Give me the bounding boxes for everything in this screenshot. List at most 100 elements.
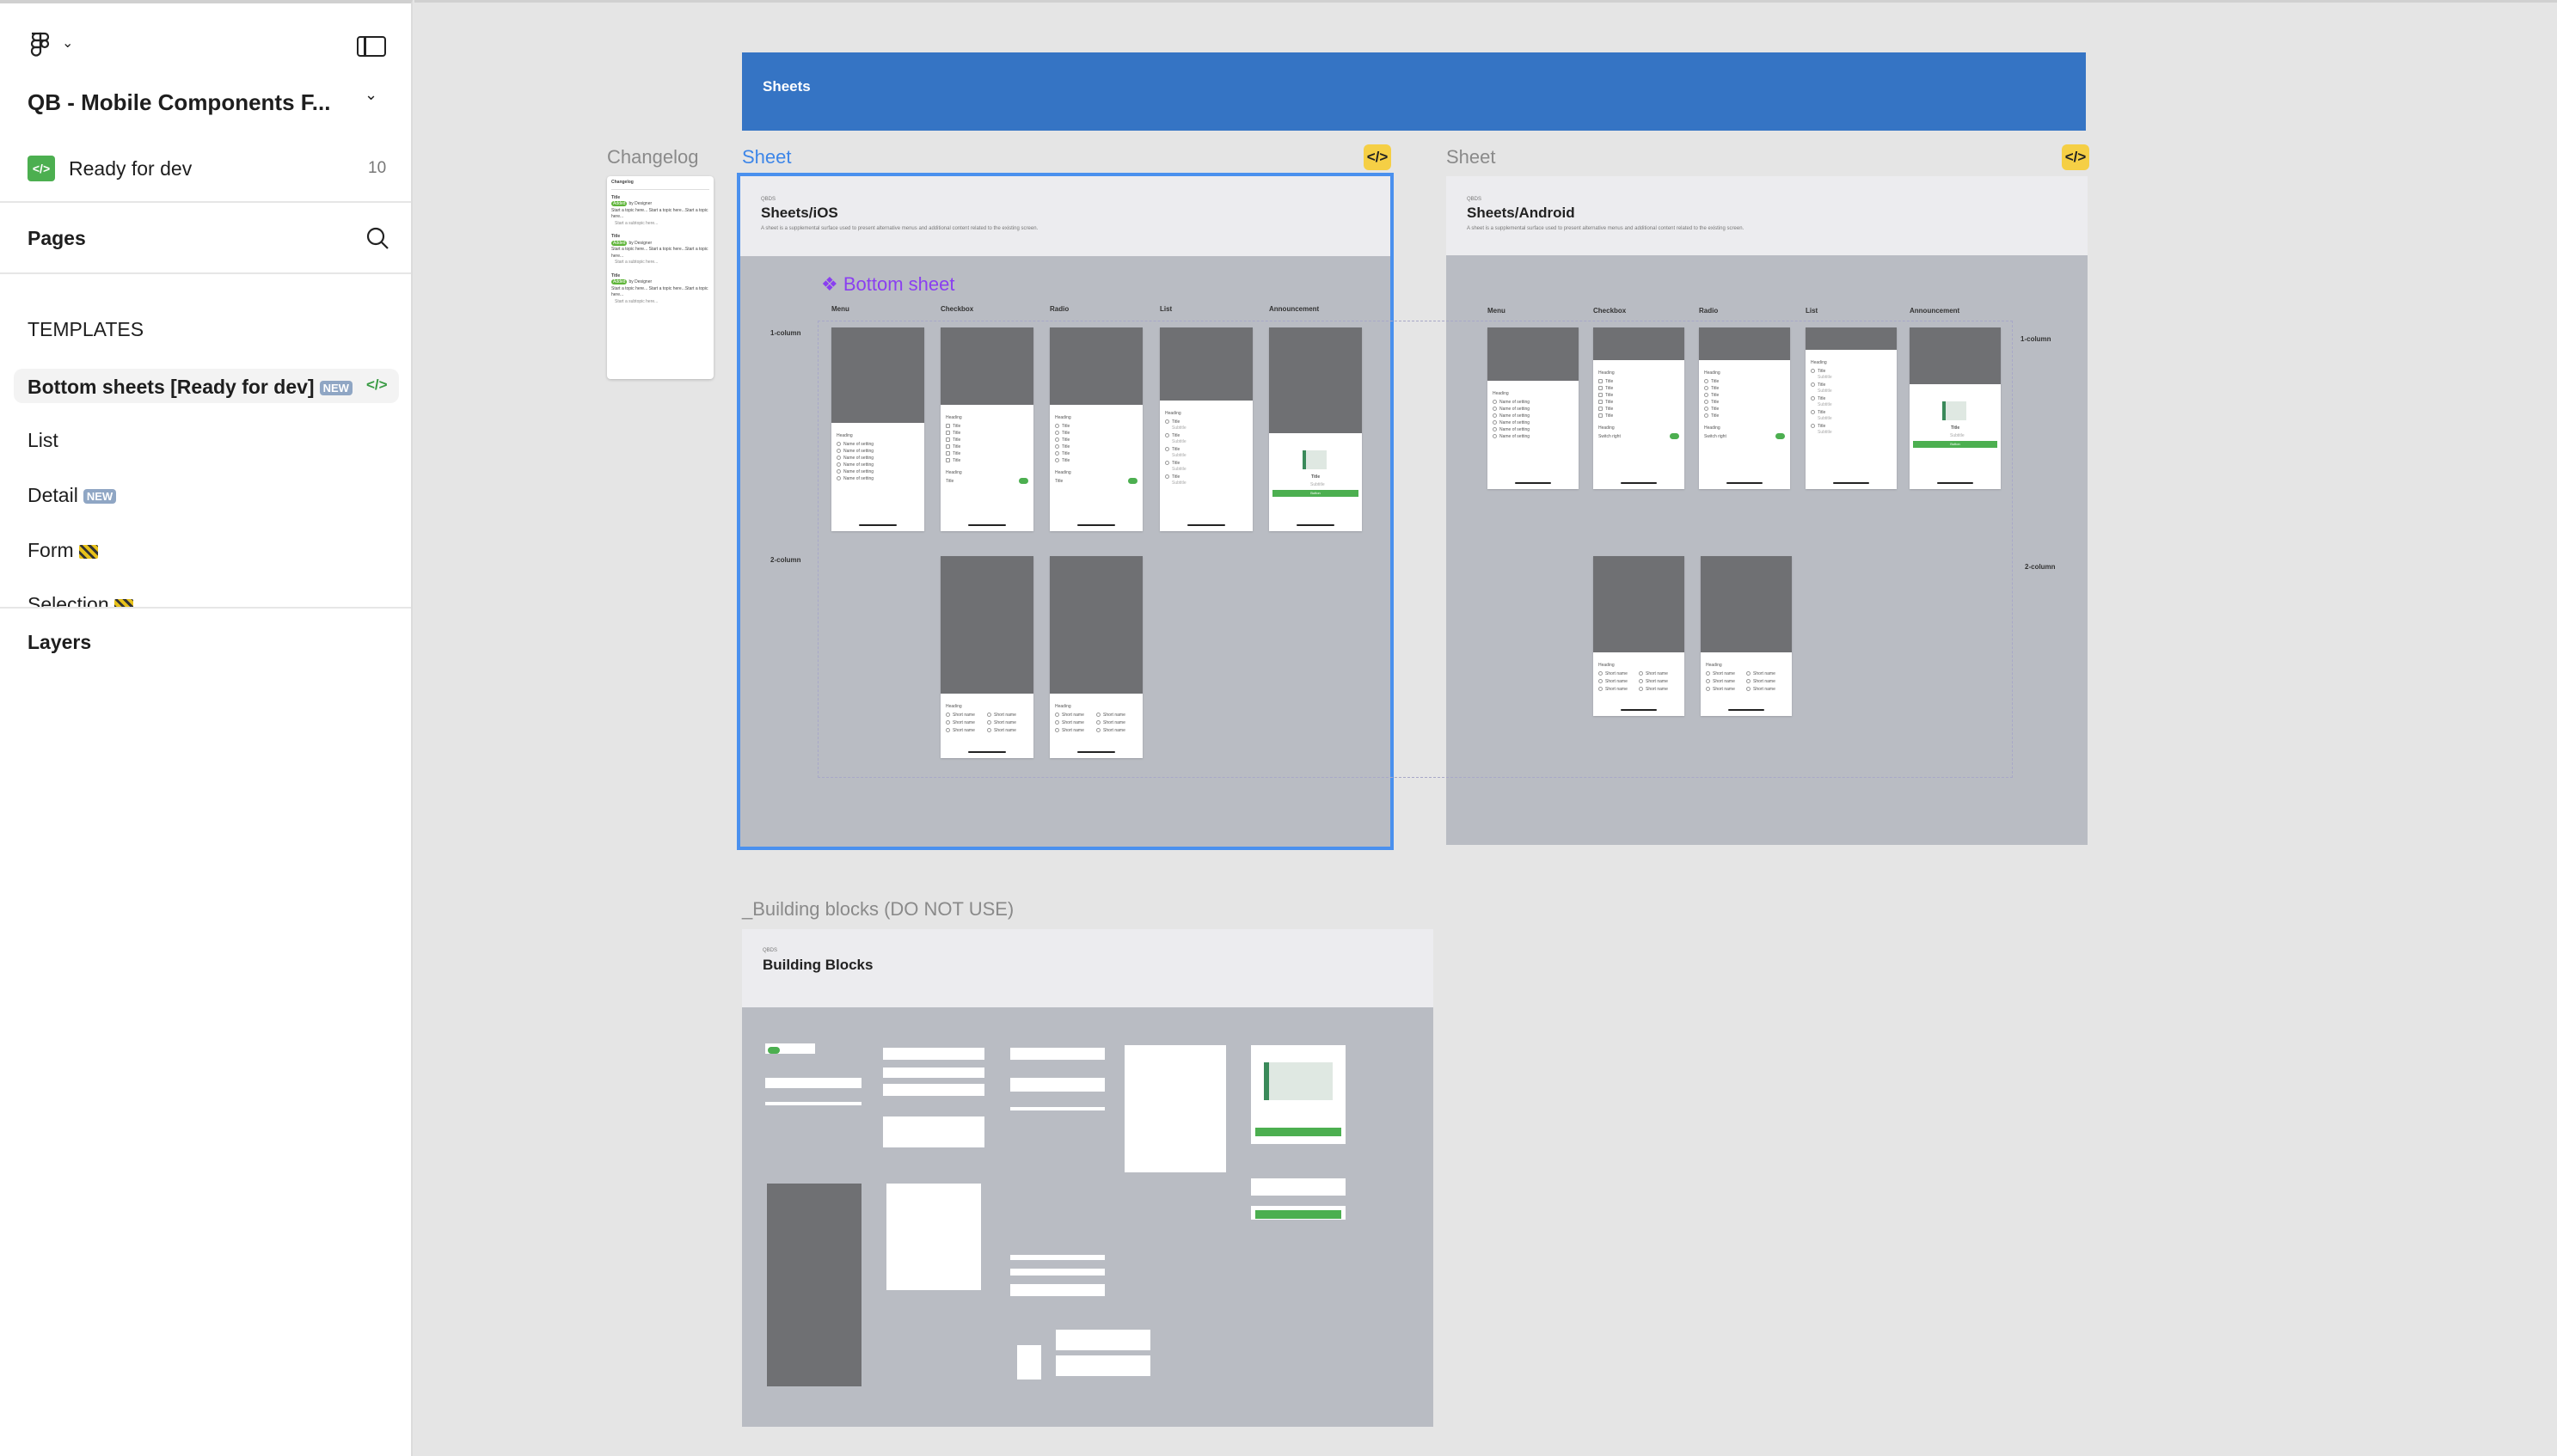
changelog-frame-label[interactable]: Changelog [607,146,699,168]
sheet-text: Subtitle [1172,467,1187,472]
sheet-text: Title [1062,451,1070,456]
building-block-component[interactable] [1010,1255,1105,1260]
building-block-component[interactable] [1017,1345,1041,1380]
toggle-switch[interactable] [1670,433,1679,439]
row-icon [1055,437,1059,442]
sheet-text: Short name [1103,720,1125,725]
file-menu-chevron-icon[interactable]: ⌄ [365,86,378,103]
page-item-bottom-sheets[interactable]: Bottom sheets [Ready for dev]NEW </> [14,369,399,403]
row-icon [1165,419,1169,424]
building-block-component[interactable] [1056,1355,1150,1376]
building-block-component[interactable] [1125,1045,1226,1172]
android-dev-code-icon[interactable]: </> [2062,144,2089,170]
frame-header: QBDS Sheets/Android A sheet is a supplem… [1446,176,2088,255]
announcement-button[interactable]: Button [1913,441,1997,448]
building-block-component[interactable] [1010,1048,1105,1060]
sheet-text: Name of setting [1499,413,1530,419]
sheets-android-frame[interactable]: QBDS Sheets/Android A sheet is a supplem… [1446,176,2088,845]
row-icon [1598,687,1603,691]
ready-for-dev-link[interactable]: Ready for dev [69,157,193,180]
toggle-block[interactable] [768,1047,780,1054]
sheet-text: Short name [1646,679,1668,684]
building-block-component[interactable] [886,1184,981,1290]
sheet-text: Title [1605,400,1614,405]
search-pages-icon[interactable] [365,225,390,251]
figma-menu-button[interactable]: ⌄ [29,31,81,60]
row-icon [1055,458,1059,462]
file-title[interactable]: QB - Mobile Components F... [28,89,331,115]
row-icon [987,720,991,725]
row-icon [1811,369,1815,373]
row-icon [1493,413,1497,418]
toggle-sidebar-button[interactable] [357,36,386,57]
row-icon [987,713,991,717]
sheet-text: Title [1055,479,1064,484]
row-icon [1493,427,1497,431]
building-block-component[interactable] [883,1084,984,1096]
toggle-switch[interactable] [1019,478,1028,484]
building-block-component[interactable] [1010,1284,1105,1296]
sheet-text: Name of setting [843,462,874,468]
sheet-text: Name of setting [1499,407,1530,412]
button-block[interactable] [1255,1128,1341,1136]
building-block-placeholder[interactable] [767,1184,862,1386]
sheet-text: Short name [994,713,1016,718]
page-item-list[interactable]: List [28,429,58,451]
building-block-component[interactable] [883,1068,984,1078]
row-icon [946,444,950,449]
android-frame-label[interactable]: Sheet [1446,146,1496,168]
ios-frame-label[interactable]: Sheet [742,146,792,168]
toggle-switch[interactable] [1775,433,1785,439]
building-block-component[interactable] [765,1078,862,1088]
building-block-component[interactable] [883,1116,984,1147]
page-item-selection[interactable]: Selection [28,593,133,609]
button-block[interactable] [1255,1210,1341,1219]
sheet-text: Title [946,479,954,484]
sheet-text: Title [953,451,961,456]
row-icon [1598,679,1603,683]
building-block-component[interactable] [1010,1269,1105,1276]
column-label-radio: Radio [1050,305,1070,313]
toggle-switch[interactable] [1128,478,1137,484]
building-block-component[interactable] [1056,1330,1150,1350]
entry-title: Title [611,194,621,200]
building-block-component[interactable] [1010,1107,1105,1110]
building-block-component[interactable] [765,1102,862,1105]
sheet-text: Title [1711,400,1720,405]
building-blocks-frame-label[interactable]: _Building blocks (DO NOT USE) [742,898,1015,920]
ready-for-dev-count: 10 [368,159,387,177]
sheet-text: Subtitle [1310,482,1325,487]
bottom-sheet-component-label[interactable]: ❖ Bottom sheet [821,273,955,295]
row-icon [1598,386,1603,390]
building-block-component[interactable] [1251,1178,1346,1196]
canvas[interactable] [414,0,2557,1456]
building-block-component[interactable] [1010,1078,1105,1092]
building-block-component[interactable] [883,1048,984,1060]
pages-heading: Pages [28,227,86,249]
announcement-button[interactable]: Button [1272,490,1358,497]
ios-dev-code-icon[interactable]: </> [1364,144,1391,170]
frame-tag: QBDS [1467,197,1482,202]
sheet-text: Short name [1062,728,1084,733]
added-tag: Added [611,201,628,206]
row-icon [946,458,950,462]
page-item-form[interactable]: Form [28,539,98,562]
sheet-text: Short name [1062,720,1084,725]
